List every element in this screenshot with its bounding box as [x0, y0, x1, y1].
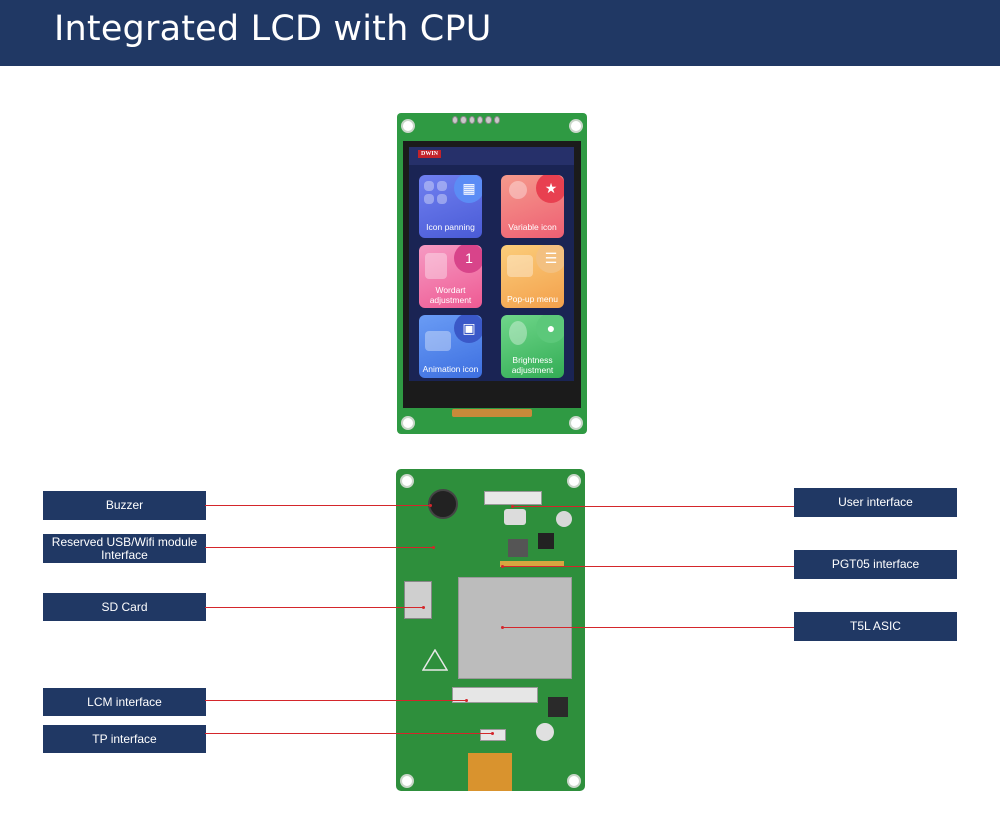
callout-usb-wifi-interface: Reserved USB/Wifi module Interface	[43, 534, 206, 563]
capacitor	[536, 723, 554, 741]
mount-hole	[401, 416, 415, 430]
component	[504, 509, 526, 525]
callout-dot	[511, 505, 514, 508]
mount-hole	[567, 774, 581, 788]
mount-hole	[401, 119, 415, 133]
star-icon: ★	[536, 175, 564, 203]
screen-status-bar: DWIN	[409, 147, 574, 165]
callout-dot	[422, 606, 425, 609]
play-icon: ▣	[454, 315, 482, 343]
dwin-logo: DWIN	[418, 150, 442, 158]
tp-connector	[480, 729, 506, 741]
callout-t5l-asic: T5L ASIC	[794, 612, 957, 641]
callout-tp-interface: TP interface	[43, 725, 206, 753]
callout-dot	[491, 732, 494, 735]
callout-dot	[432, 546, 435, 549]
tile-label: Icon panning	[426, 222, 475, 232]
callout-line	[205, 607, 423, 608]
callout-pgt05-interface: PGT05 interface	[794, 550, 957, 579]
tile-popup-menu[interactable]: ☰ Pop-up menu	[501, 245, 564, 308]
component	[508, 539, 528, 557]
tile-icon-panning[interactable]: ▦ Icon panning	[419, 175, 482, 238]
header-pins	[452, 116, 500, 124]
pgt05-pins	[500, 561, 564, 567]
callout-line	[205, 700, 466, 701]
capacitor	[556, 511, 572, 527]
tile-label: Wordart adjustment	[429, 285, 472, 305]
callout-dot	[429, 504, 432, 507]
lcm-connector	[452, 687, 538, 703]
user-interface-connector	[484, 491, 542, 505]
tile-label: Pop-up menu	[506, 294, 559, 304]
grid-icon: ▦	[454, 175, 482, 203]
back-board-image	[396, 469, 585, 791]
tile-animation-icon[interactable]: ▣ Animation icon	[419, 315, 482, 378]
tile-label: Animation icon	[422, 364, 479, 374]
callout-line	[513, 506, 794, 507]
front-board-image: DWIN ▦ Icon panning ★ Variable icon 1 Wo…	[397, 113, 587, 434]
mount-hole	[400, 774, 414, 788]
number-icon: 1	[454, 245, 482, 273]
buzzer-component	[428, 489, 458, 519]
callout-sd-card: SD Card	[43, 593, 206, 621]
warning-label	[421, 648, 449, 671]
t5l-asic-module	[458, 577, 572, 679]
flex-cable	[452, 409, 532, 417]
tile-variable-icon[interactable]: ★ Variable icon	[501, 175, 564, 238]
mount-hole	[569, 119, 583, 133]
bulb-icon: ●	[536, 315, 564, 343]
tile-label: Brightness adjustment	[511, 355, 554, 375]
header-bar: Integrated LCD with CPU	[0, 0, 1000, 66]
page-title: Integrated LCD with CPU	[54, 9, 492, 49]
callout-line	[503, 566, 794, 567]
callout-user-interface: User interface	[794, 488, 957, 517]
callout-dot	[465, 699, 468, 702]
component	[548, 697, 568, 717]
tile-wordart-adjustment[interactable]: 1 Wordart adjustment	[419, 245, 482, 308]
callout-dot	[501, 565, 504, 568]
lcd-screen: DWIN ▦ Icon panning ★ Variable icon 1 Wo…	[409, 147, 574, 381]
callout-line	[205, 733, 492, 734]
menu-icon: ☰	[536, 245, 564, 273]
callout-dot	[501, 626, 504, 629]
mount-hole	[567, 474, 581, 488]
callout-line	[205, 505, 430, 506]
sd-card-slot	[404, 581, 432, 619]
callout-lcm-interface: LCM interface	[43, 688, 206, 716]
tile-brightness-adjustment[interactable]: ● Brightness adjustment	[501, 315, 564, 378]
mount-hole	[400, 474, 414, 488]
callout-line	[503, 627, 794, 628]
flex-cable	[468, 753, 512, 791]
tile-label: Variable icon	[508, 222, 557, 232]
callout-buzzer: Buzzer	[43, 491, 206, 520]
inductor	[538, 533, 554, 549]
mount-hole	[569, 416, 583, 430]
callout-line	[205, 547, 433, 548]
